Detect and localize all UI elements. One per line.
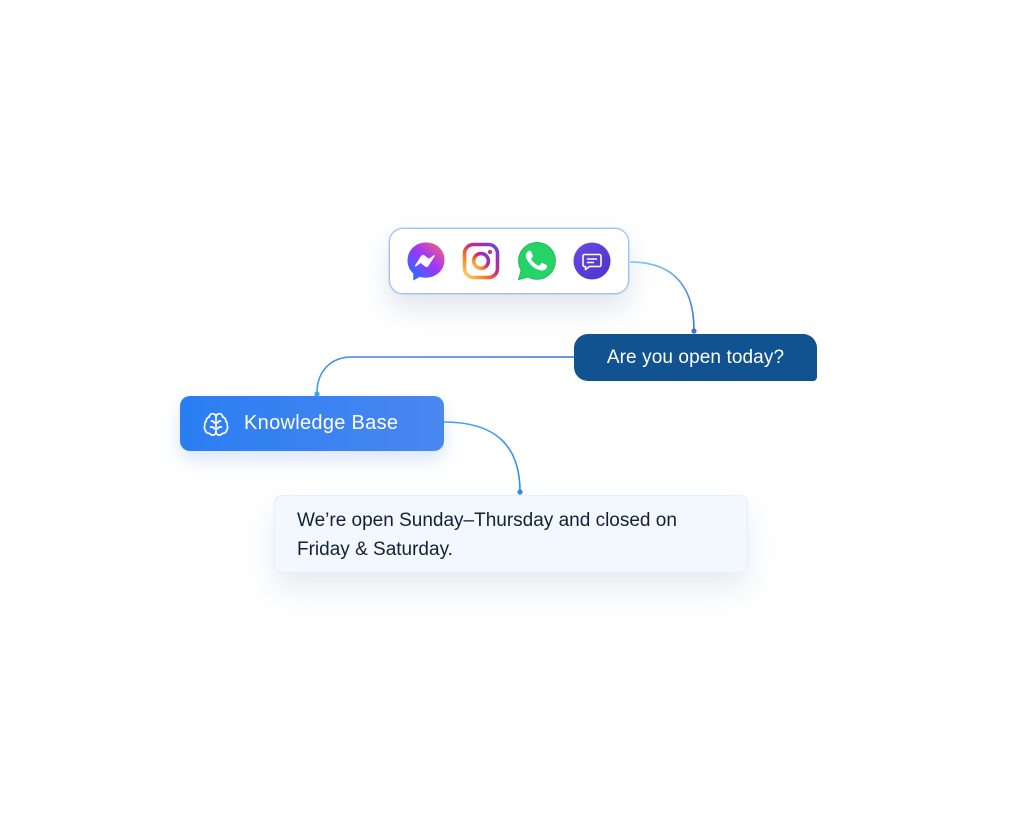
- connector-channels-to-question: [629, 261, 695, 331]
- question-bubble: Are you open today?: [574, 334, 817, 381]
- knowledge-base-label: Knowledge Base: [244, 412, 399, 434]
- brain-icon: [202, 410, 230, 438]
- answer-line-1: We’re open Sunday–Thursday and closed on: [297, 510, 677, 531]
- knowledge-base-node[interactable]: Knowledge Base: [180, 396, 444, 451]
- connector-kb-to-answer: [443, 421, 521, 493]
- connector-question-to-kb: [316, 356, 574, 394]
- messenger-icon: [406, 241, 446, 281]
- channel-bar: [389, 228, 629, 294]
- answer-line-2: Friday & Saturday.: [297, 539, 453, 560]
- connector-dot: [691, 328, 697, 334]
- connector-dot: [517, 489, 523, 495]
- whatsapp-icon: [517, 241, 557, 281]
- instagram-icon: [461, 241, 501, 281]
- live-chat-icon: [572, 241, 612, 281]
- question-text: Are you open today?: [606, 346, 785, 368]
- answer-bubble: We’re open Sunday–Thursday and closed on…: [274, 495, 748, 573]
